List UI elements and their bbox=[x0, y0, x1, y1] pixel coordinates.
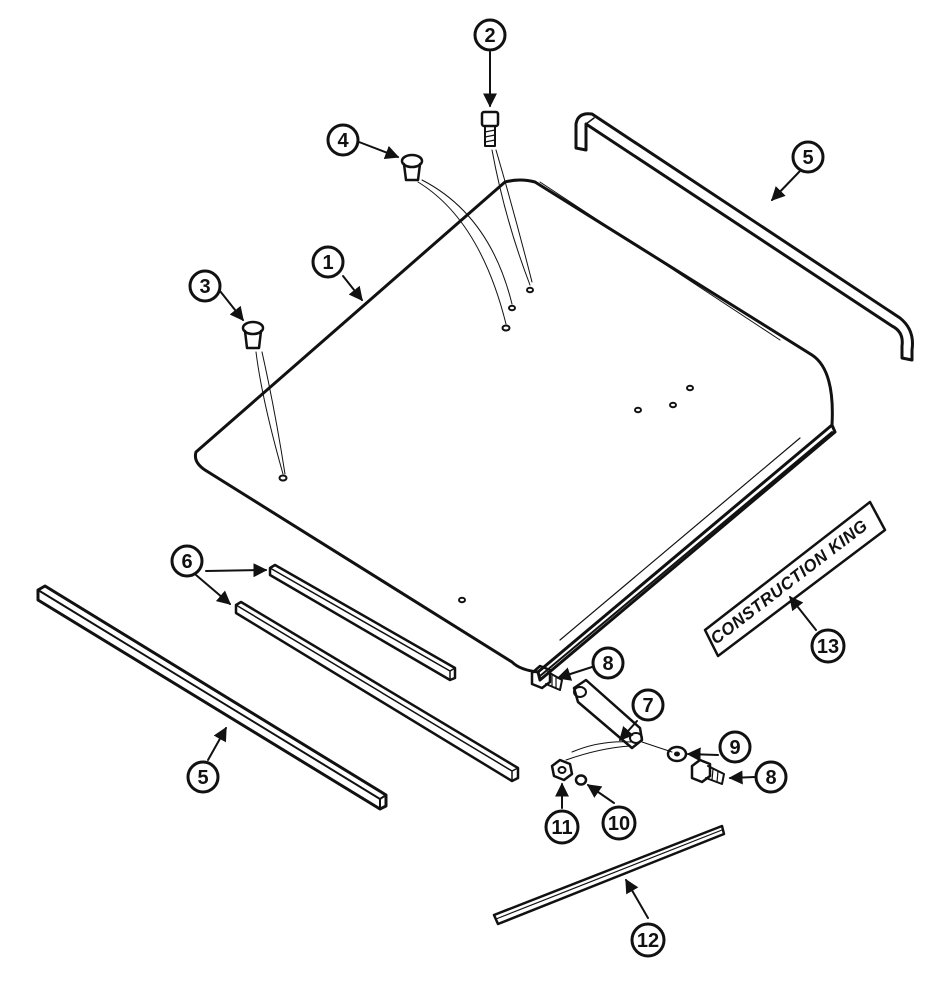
bolt-part-2 bbox=[480, 110, 533, 286]
callout-12: 12 bbox=[630, 922, 666, 958]
leader-arrows bbox=[195, 51, 817, 919]
hole bbox=[501, 324, 511, 332]
callout-label: 13 bbox=[817, 636, 839, 658]
callout-label: 7 bbox=[642, 695, 653, 717]
hole bbox=[458, 596, 466, 604]
hole bbox=[526, 286, 534, 294]
lock-washer-part-10 bbox=[574, 774, 588, 786]
plug-part-3 bbox=[241, 320, 286, 475]
callout-label: 8 bbox=[765, 767, 776, 789]
callout-label: 9 bbox=[729, 737, 740, 759]
decal-part-13: CONSTRUCTION KING bbox=[703, 500, 887, 658]
callout-6: 6 bbox=[170, 544, 204, 578]
hood-panel bbox=[193, 178, 837, 682]
bracket-part-7 bbox=[565, 678, 673, 761]
hole bbox=[278, 474, 288, 482]
callout-9: 9 bbox=[718, 730, 752, 764]
callout-label: 10 bbox=[608, 813, 630, 835]
callout-label: 3 bbox=[199, 276, 210, 298]
callout-8-lower: 8 bbox=[754, 760, 788, 794]
hole bbox=[686, 384, 694, 392]
callout-2: 2 bbox=[473, 18, 507, 52]
callout-label: 1 bbox=[322, 252, 333, 274]
callout-11: 11 bbox=[544, 809, 580, 845]
seal-strip-part-6 bbox=[234, 563, 520, 783]
callout-1: 1 bbox=[311, 245, 345, 279]
channel-part-5-lower bbox=[36, 584, 388, 811]
callout-5-lower: 5 bbox=[186, 760, 220, 794]
callout-7: 7 bbox=[631, 688, 665, 722]
callout-label: 5 bbox=[197, 767, 208, 789]
hole bbox=[669, 401, 677, 409]
hole bbox=[634, 406, 642, 414]
callout-label: 4 bbox=[337, 130, 349, 152]
bolt-part-8-lower bbox=[690, 758, 725, 785]
decal-text: CONSTRUCTION KING bbox=[707, 516, 871, 648]
strip-part-12 bbox=[492, 824, 726, 926]
callout-label: 8 bbox=[602, 653, 613, 675]
callout-8-upper: 8 bbox=[591, 646, 625, 680]
callout-label: 6 bbox=[181, 551, 192, 573]
callout-label: 12 bbox=[637, 930, 659, 952]
washer-part-9 bbox=[666, 745, 688, 763]
hole bbox=[508, 304, 516, 312]
callout-10: 10 bbox=[601, 805, 637, 841]
nut-part-11 bbox=[550, 758, 574, 782]
callout-label: 2 bbox=[484, 25, 495, 47]
bent-bar-part-5-upper bbox=[574, 112, 914, 362]
callout-13: 13 bbox=[810, 628, 846, 664]
callout-3: 3 bbox=[188, 269, 222, 303]
callout-5-upper: 5 bbox=[791, 140, 825, 174]
plug-part-4 bbox=[400, 153, 513, 325]
callout-label: 11 bbox=[551, 817, 572, 839]
bolt-part-8-upper bbox=[530, 664, 563, 691]
callout-4: 4 bbox=[326, 123, 360, 157]
callout-label: 5 bbox=[802, 147, 813, 169]
